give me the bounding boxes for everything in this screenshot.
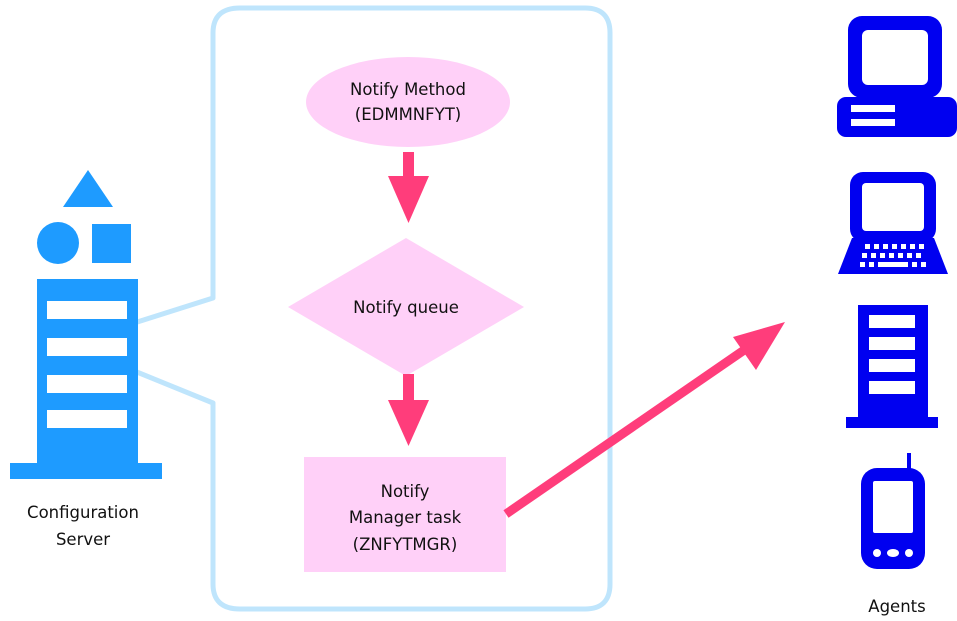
diagonal-arrow-to-agents — [503, 322, 785, 518]
server-tower-icon — [846, 305, 938, 428]
notify-queue-diamond — [288, 238, 524, 376]
down-arrow-2 — [388, 374, 429, 446]
notify-manager-task-box — [304, 457, 506, 572]
notify-method-code: (EDMMNFYT) — [355, 105, 461, 124]
desktop-computer-icon — [837, 16, 957, 137]
notify-queue-label: Notify queue — [353, 298, 459, 317]
triangle-shape — [63, 170, 113, 207]
server-building-icon — [10, 170, 162, 479]
circle-shape — [37, 222, 79, 264]
server-slot — [47, 338, 127, 356]
server-label-line1: Configuration — [27, 503, 139, 522]
pda-icon — [861, 453, 925, 569]
server-slot — [47, 410, 127, 428]
notify-method-ellipse — [306, 57, 510, 147]
notify-method-label: Notify Method — [350, 80, 466, 99]
server-base — [10, 463, 162, 479]
task-label-line2: Manager task — [349, 508, 462, 527]
server-slot — [47, 301, 127, 319]
laptop-icon — [838, 172, 948, 274]
server-slot — [47, 375, 127, 393]
task-label-line3: (ZNFYTMGR) — [353, 535, 458, 554]
server-label-line2: Server — [56, 530, 110, 549]
square-shape — [92, 224, 131, 263]
task-label-line1: Notify — [381, 482, 430, 501]
down-arrow-1 — [388, 152, 429, 223]
agents-label: Agents — [868, 597, 925, 616]
